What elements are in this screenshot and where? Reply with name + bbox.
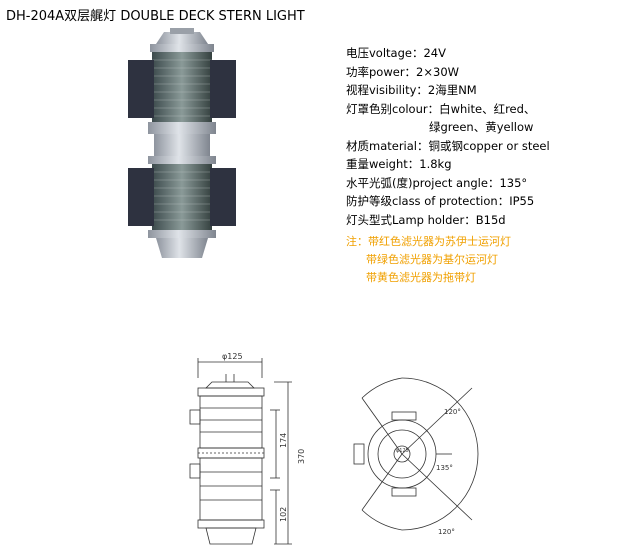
lower-lens-ribs [152,171,212,221]
note-yellow-filter: 带黄色滤光器为拖带灯 [366,271,476,284]
dim-total-label: 370 [297,449,306,464]
top-cap [156,32,208,44]
spec-list: 电压voltage：24V 功率power：2×30W 视程visibility… [346,44,550,229]
top-knob [170,28,194,34]
drawing-base-rim [197,519,265,529]
angle-bottom-label: 120° [438,528,455,536]
dim-mid-label: 174 [279,433,288,448]
middle-collar [154,134,210,156]
spec-visibility: 视程visibility：2海里NM [346,83,477,97]
drawing-lower-body [199,457,263,521]
angle-top-label: 120° [444,408,461,416]
center-diameter-label: φ125 [396,448,409,454]
upper-lens [152,52,212,122]
light-arc-bottom [361,509,403,531]
note-green-filter: 带绿色滤光器为基尔运河灯 [366,253,498,266]
spec-power: 功率power：2×30W [346,64,460,79]
light-arc-top [361,377,403,399]
side-elevation-drawing: φ125 370 174 102 [189,352,306,545]
spec-protection: 防护等级class of protection：IP55 [346,194,535,208]
page-title: DH-204A双层艉灯 DOUBLE DECK STERN LIGHT [6,9,305,24]
drawing-base-foot [205,527,257,545]
note-red-filter: 注：带红色滤光器为苏伊士运河灯 [346,235,511,248]
base-rim [148,230,216,238]
light-arc-outer [401,377,479,531]
lower-right-shield [210,168,236,226]
base-foot [156,238,208,258]
spec-angle: 水平光弧(度)project angle：135° [346,175,528,190]
upper-right-shield [210,60,236,118]
dim-bottom-label: 102 [279,507,288,522]
lower-lens [152,164,212,230]
note-list: 注：带红色滤光器为苏伊士运河灯 带绿色滤光器为基尔运河灯 带黄色滤光器为拖带灯 [346,233,511,287]
spec-material: 材质material：铜或钢copper or steel [346,138,550,153]
drawing-upper-body [199,395,263,449]
spec-colour: 灯罩色别colour：白white、红red、 [346,101,536,116]
spec-lamp-holder: 灯头型式Lamp holder：B15d [346,212,506,227]
product-photo [128,28,236,258]
spec-weight: 重量weight：1.8kg [346,157,452,171]
lower-left-shield [128,168,154,226]
upper-left-shield [128,60,154,118]
dim-diameter-label: φ125 [222,352,243,361]
mounting-bracket [353,443,365,465]
plan-view-drawing: 120° 135° 120° φ125 [353,377,479,536]
spec-voltage: 电压voltage：24V [346,46,446,60]
angle-side-label: 135° [436,464,453,472]
spec-colour-cont: 绿green、黄yellow [429,120,534,134]
middle-band [148,122,216,134]
drawing-top-cap [205,381,255,389]
drawing-top-rim [197,387,265,397]
lower-rim [148,156,216,164]
top-rim [150,44,214,52]
upper-lens-ribs [152,59,212,117]
